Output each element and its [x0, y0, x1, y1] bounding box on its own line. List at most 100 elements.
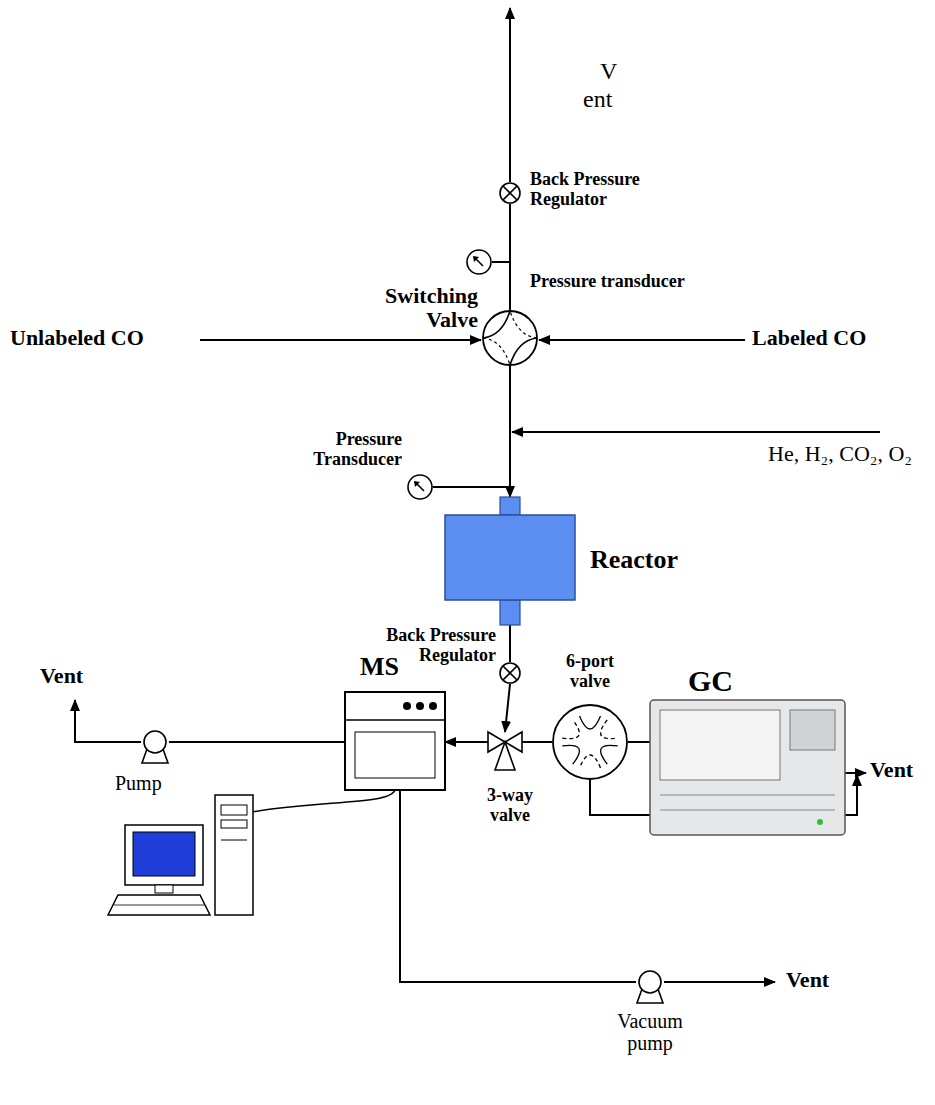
node-label: 3-way valve — [470, 786, 550, 826]
reactor-outlet — [500, 600, 520, 625]
valve-channel — [562, 720, 579, 739]
node-label: Pump — [115, 772, 195, 794]
flow-label: Labeled CO — [752, 326, 927, 350]
valve-channel — [601, 720, 618, 739]
node-gc: GC — [650, 700, 845, 835]
node-label: MS — [360, 653, 430, 682]
gc-led — [817, 819, 823, 825]
regulator-circle — [500, 183, 520, 203]
flow-label: He, H₂, CO₂, O₂ — [768, 442, 930, 466]
transducer-tap — [492, 261, 510, 263]
node-label: Pressure Transducer — [290, 430, 402, 470]
monitor-frame — [125, 825, 203, 885]
regulator-cross — [503, 186, 517, 200]
pipe-connector — [522, 741, 552, 743]
valve-alt-path — [483, 338, 510, 365]
node-label: Pressure transducer — [530, 272, 770, 292]
ms-knob — [403, 702, 411, 710]
sixport-symbol — [552, 704, 628, 780]
pipe-connector — [628, 741, 650, 743]
vent-line — [845, 772, 866, 774]
switch-symbol — [482, 310, 538, 366]
valve-alt-path — [510, 311, 537, 338]
gas-feed-line — [512, 431, 880, 433]
valve-body — [483, 311, 537, 365]
valve-channel — [580, 755, 601, 768]
gauge-needle — [415, 482, 424, 491]
keyboard — [108, 895, 210, 915]
pipe-connector — [505, 684, 510, 732]
feed-line — [539, 339, 745, 341]
pump-symbol — [636, 970, 664, 1004]
pump-body — [639, 971, 661, 993]
node-reactor: Reactor — [445, 497, 575, 625]
bpr-symbol — [499, 662, 521, 684]
node-bpr: Back Pressure Regulator — [499, 182, 521, 204]
pipe-connector — [509, 366, 511, 497]
vent-line — [509, 8, 511, 182]
vent-line — [75, 700, 141, 742]
gauge-dial — [408, 475, 432, 499]
node-bpr: Back Pressure Regulator — [499, 662, 521, 684]
keyboard-row — [114, 905, 205, 906]
valve-path — [510, 338, 537, 365]
reactor-inlet — [500, 497, 520, 515]
node-label: Reactor — [590, 546, 710, 575]
reactor-body — [445, 515, 575, 600]
node-pump: Pump — [141, 730, 169, 764]
regulator-cross — [503, 666, 517, 680]
regulator-circle — [500, 663, 520, 683]
ms-housing — [345, 692, 445, 790]
transducer-tap — [433, 486, 510, 488]
ms-knob — [416, 702, 424, 710]
pipe-connector — [169, 741, 345, 743]
computer-cable — [252, 790, 395, 812]
flow-label: Unlabeled CO — [10, 326, 195, 350]
flow-label: ent — [583, 86, 643, 112]
pipe-connector — [509, 204, 511, 310]
ms-door — [355, 732, 435, 778]
ms-panel-line — [345, 719, 445, 721]
gauge-symbol — [466, 249, 492, 275]
node-label: Vacuum pump — [600, 1010, 700, 1054]
flow-label: Vent — [40, 664, 110, 688]
drive-bay — [221, 805, 247, 815]
drive-bay — [221, 820, 247, 828]
node-threeway: 3-way valve — [488, 732, 522, 772]
gc-panel — [790, 710, 835, 750]
gauge-symbol — [407, 474, 433, 500]
threeway-symbol — [488, 732, 522, 772]
pump-symbol — [141, 730, 169, 764]
gc-symbol — [650, 700, 845, 835]
valve-port — [495, 742, 515, 770]
node-gauge: Pressure Transducer — [407, 474, 433, 500]
node-sixport: 6-port valve — [552, 704, 628, 780]
computer-tower — [215, 795, 253, 915]
reactor-symbol — [445, 497, 575, 625]
tower-line — [221, 840, 247, 841]
gc-trim — [660, 795, 835, 810]
gc-door — [660, 710, 780, 780]
vent-line — [664, 981, 775, 983]
node-pump: Vacuum pump — [636, 970, 664, 1004]
node-label: 6-port valve — [552, 652, 628, 692]
gauge-needle-head — [414, 481, 420, 487]
valve-channel — [601, 745, 618, 764]
bpr-symbol — [499, 182, 521, 204]
gauge-needle — [474, 257, 483, 266]
node-label: Switching Valve — [360, 284, 478, 332]
valve-body — [553, 705, 627, 779]
node-ms: MS — [345, 692, 445, 790]
flow-label: Vent — [786, 968, 856, 992]
node-label: GC — [688, 664, 768, 697]
gauge-dial — [467, 250, 491, 274]
monitor-stand — [155, 885, 173, 893]
node-label: Back Pressure Regulator — [530, 170, 690, 210]
flow-label: V — [600, 58, 640, 84]
feed-line — [200, 339, 481, 341]
node-gauge: Pressure transducer — [466, 249, 492, 275]
ms-symbol — [345, 692, 445, 790]
flow-label: Vent — [870, 758, 930, 782]
gc-housing — [650, 700, 845, 835]
pump-body — [144, 731, 166, 753]
